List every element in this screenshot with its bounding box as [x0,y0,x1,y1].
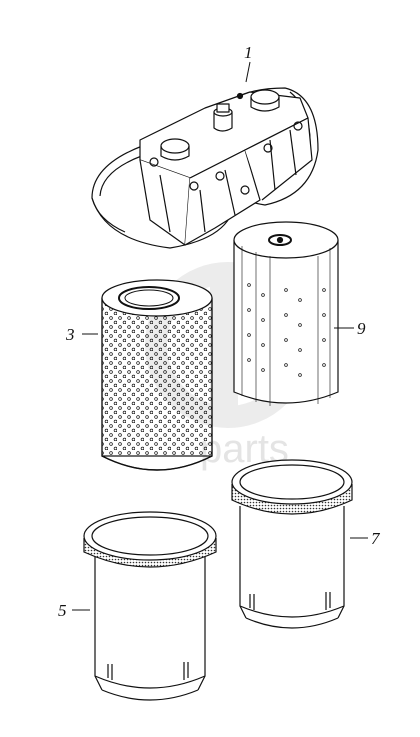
callout-9: 9 [357,319,366,338]
callout-7: 7 [371,529,381,548]
filter-element-fine [233,221,339,406]
housing-cover [91,87,319,249]
filter-element-perforated [101,279,213,471]
callout-1: 1 [244,43,253,62]
filter-cup-right [231,459,353,629]
callout-5: 5 [58,601,67,620]
callout-3: 3 [65,325,75,344]
filter-cup-left [83,511,217,701]
leader-line-1 [245,61,251,83]
